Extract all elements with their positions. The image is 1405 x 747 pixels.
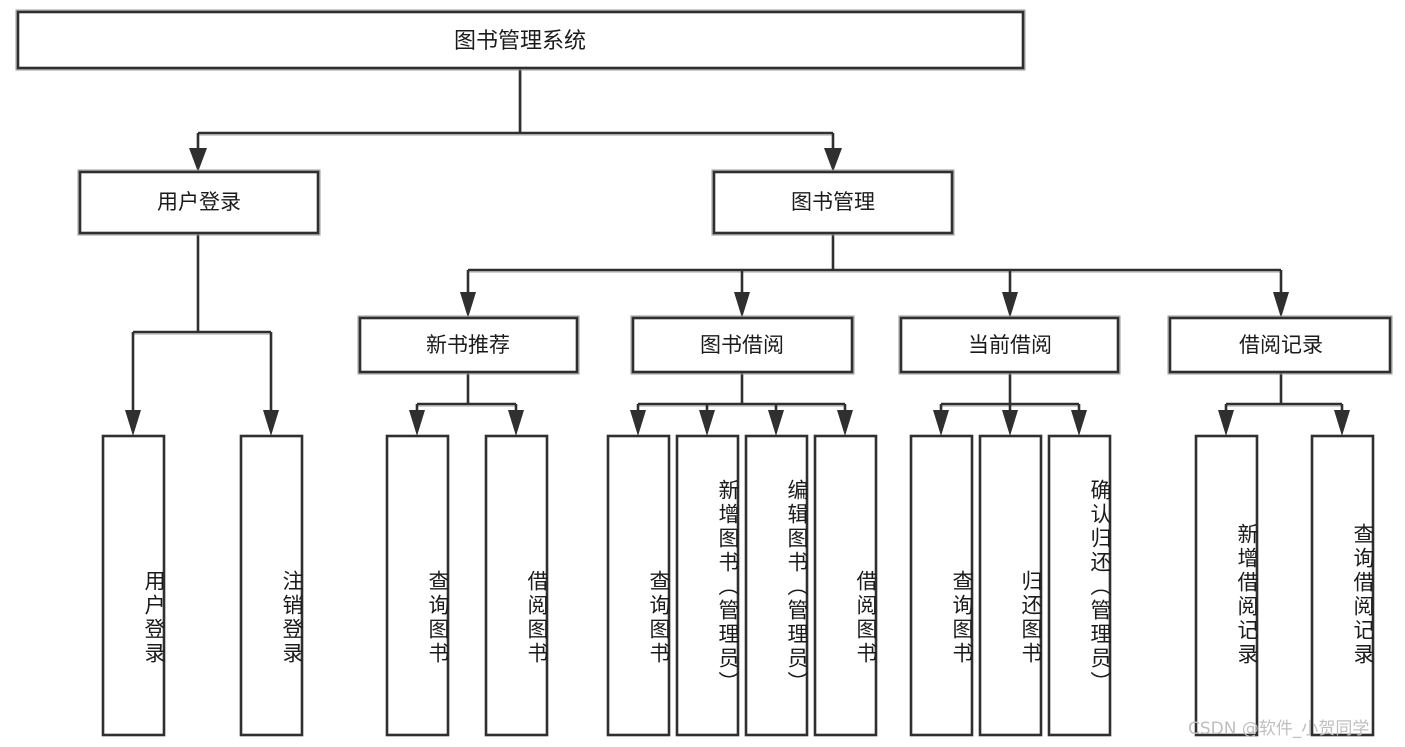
- node-leaf-add-book-box[interactable]: [675, 434, 740, 737]
- node-leaf-add-record-box[interactable]: [1194, 434, 1259, 737]
- node-leaf-query-book-1-label: 查询图书: [426, 570, 450, 666]
- node-root-box[interactable]: [16, 10, 1025, 70]
- arrowhead-leaf-query-book-3: [933, 410, 949, 436]
- node-leaf-edit-book-label: 编辑图书（管理员）: [785, 479, 809, 695]
- node-leaf-query-book-2-label: 查询图书: [647, 570, 671, 666]
- node-leaf-confirm-return-label: 确认归还（管理员）: [1088, 479, 1112, 695]
- node-book-borrow-shadow: [630, 315, 855, 375]
- arrowhead-user-login: [189, 148, 207, 172]
- node-borrow-record-shadow: [1167, 315, 1393, 375]
- node-leaf-query-book-3-label: 查询图书: [950, 570, 974, 666]
- node-current-borrow-box[interactable]: [899, 316, 1120, 374]
- arrowhead-new-book-recommend: [460, 292, 476, 318]
- node-current-borrow-label: 当前借阅: [968, 333, 1052, 357]
- node-leaf-user-login-label: 用户登录: [142, 570, 166, 666]
- arrowhead-leaf-edit-book: [768, 410, 784, 436]
- node-leaf-borrow-book-1-label: 借阅图书: [525, 570, 549, 666]
- arrowhead-leaf-borrow-book-1: [508, 410, 524, 436]
- node-user-login-box[interactable]: [78, 170, 320, 235]
- node-root-label: 图书管理系统: [454, 29, 586, 54]
- node-leaf-edit-book-box[interactable]: [744, 434, 809, 737]
- node-layer: [15, 9, 1393, 737]
- node-leaf-logout-login-label: 注销登录: [280, 570, 304, 666]
- arrowhead-leaf-borrow-book-2: [837, 410, 853, 436]
- arrowhead-leaf-return-book: [1002, 410, 1018, 436]
- node-book-borrow-label: 图书借阅: [700, 333, 784, 357]
- node-leaf-logout-login-box[interactable]: [239, 434, 304, 737]
- arrowhead-leaf-add-record: [1218, 410, 1234, 436]
- arrowhead-book-management: [824, 148, 842, 172]
- arrowhead-leaf-query-record: [1334, 410, 1350, 436]
- node-leaf-add-record-label: 新增借阅记录: [1235, 523, 1259, 667]
- node-leaf-borrow-book-1-box[interactable]: [484, 434, 549, 737]
- arrowhead-borrow-record: [1273, 292, 1289, 318]
- arrowhead-leaf-query-book-2: [630, 410, 646, 436]
- node-user-login-label: 用户登录: [157, 190, 241, 214]
- arrowhead-leaf-add-book: [699, 410, 715, 436]
- node-leaf-query-record-box[interactable]: [1310, 434, 1375, 737]
- node-leaf-return-book-box[interactable]: [978, 434, 1043, 737]
- node-leaf-query-record-label: 查询借阅记录: [1351, 523, 1375, 667]
- node-borrow-record-box[interactable]: [1168, 316, 1392, 374]
- node-leaf-query-book-2-box[interactable]: [606, 434, 671, 737]
- node-leaf-user-login-box[interactable]: [101, 434, 166, 737]
- node-leaf-query-book-1-box[interactable]: [385, 434, 450, 737]
- node-root-shadow: [15, 9, 1026, 71]
- node-book-borrow-box[interactable]: [631, 316, 854, 374]
- watermark-text: CSDN @软件_小贺同学: [1188, 719, 1370, 739]
- node-leaf-confirm-return-box[interactable]: [1047, 434, 1112, 737]
- arrowhead-leaf-confirm-return: [1071, 410, 1087, 436]
- node-book-management-shadow: [711, 169, 955, 236]
- node-book-management-box[interactable]: [712, 170, 954, 235]
- node-new-book-recommend-shadow: [357, 315, 580, 375]
- node-leaf-borrow-book-2-label: 借阅图书: [854, 570, 878, 666]
- arrowhead-leaf-query-book-1: [409, 410, 425, 436]
- node-book-management-label: 图书管理: [791, 190, 875, 214]
- node-new-book-recommend-box[interactable]: [358, 316, 579, 374]
- node-leaf-return-book-label: 归还图书: [1019, 570, 1043, 666]
- node-new-book-recommend-label: 新书推荐: [426, 333, 510, 357]
- node-leaf-borrow-book-2-box[interactable]: [813, 434, 878, 737]
- arrowhead-book-borrow: [734, 292, 750, 318]
- arrowhead-leaf-user-login: [125, 410, 141, 436]
- arrowhead-current-borrow: [1002, 292, 1018, 318]
- arrowhead-leaf-logout-login: [263, 410, 279, 436]
- node-user-login-shadow: [77, 169, 321, 236]
- connector-layer: [125, 69, 1350, 436]
- node-borrow-record-label: 借阅记录: [1239, 333, 1323, 357]
- node-current-borrow-shadow: [898, 315, 1121, 375]
- node-leaf-query-book-3-box[interactable]: [909, 434, 974, 737]
- node-leaf-add-book-label: 新增图书（管理员）: [716, 479, 740, 695]
- label-layer: 图书管理系统 用户登录 图书管理 新书推荐 图书借阅 当前借阅 借阅记录: [157, 29, 1323, 357]
